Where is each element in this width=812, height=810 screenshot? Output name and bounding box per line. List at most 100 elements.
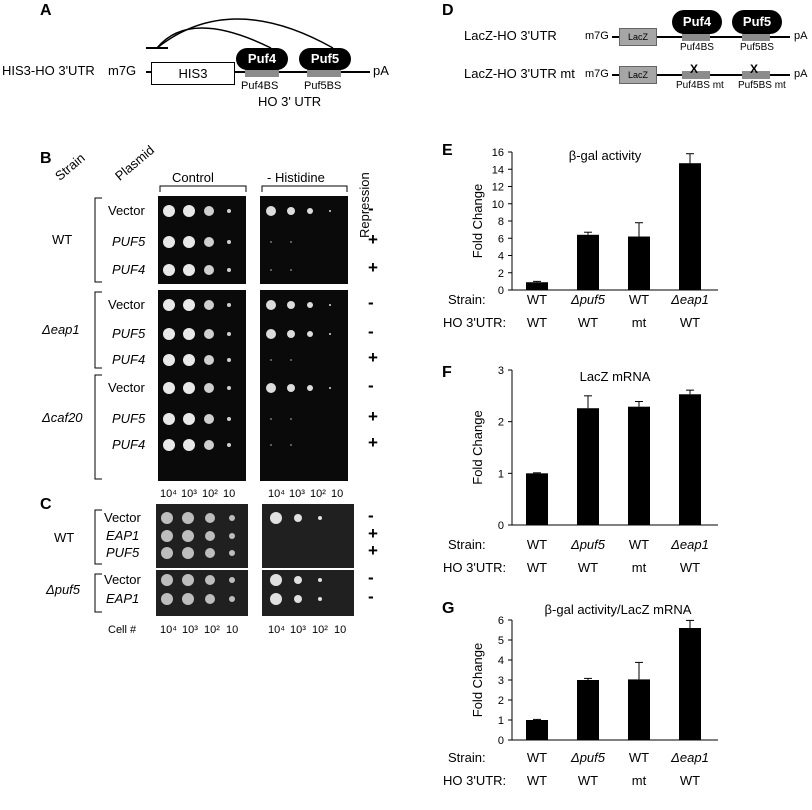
colony-spot [163, 264, 175, 276]
colony-spot [270, 444, 272, 446]
bar [526, 282, 548, 290]
repression-sign: + [368, 230, 378, 249]
puf5bs-mutation-mark: X [750, 62, 759, 76]
puf5bs-label-d: Puf5BS [740, 42, 774, 53]
colony-spot [287, 301, 295, 309]
y-tick-label: 0 [498, 735, 504, 747]
dilution-label: 10³ [289, 488, 305, 500]
puf5-binding-site [307, 68, 341, 77]
lacz-construct-label: LacZ-HO 3'UTR [464, 28, 557, 43]
colony-spot [227, 268, 231, 272]
colony-spot [204, 414, 214, 424]
cap-label: m7G [108, 63, 137, 78]
colony-spot [227, 386, 231, 390]
plasmid-label: Vector [104, 572, 141, 587]
colony-spot [307, 385, 313, 391]
repression-sign: - [368, 506, 374, 525]
utr-category: WT [527, 560, 547, 575]
plasmid-label: PUF5 [106, 545, 140, 560]
colony-spot [287, 207, 295, 215]
colony-spot [290, 269, 292, 271]
utr-category: mt [632, 315, 647, 330]
repression-sign: - [368, 587, 374, 606]
colony-spot [182, 547, 194, 559]
utr-category: WT [578, 315, 598, 330]
polya-label: pA [373, 63, 389, 78]
repression-sign: + [368, 348, 378, 367]
colony-spot [205, 575, 215, 585]
colony-spot [183, 264, 195, 276]
strain-category: Δeap1 [670, 750, 709, 765]
dilution-label: 10³ [290, 624, 306, 636]
dilution-label: 10 [223, 488, 236, 500]
y-tick-label: 5 [498, 635, 504, 647]
y-tick-label: 6 [498, 615, 504, 627]
colony-spot [329, 387, 331, 389]
puf5-binding-site-mt [742, 71, 770, 79]
colony-spot [205, 531, 215, 541]
panel-label-a: A [40, 2, 52, 19]
colony-spot [229, 533, 235, 539]
panel-label-e: E [442, 142, 453, 159]
colony-spot [183, 299, 195, 311]
strain-bracket [94, 197, 102, 283]
control-header: Control [172, 170, 214, 185]
colony-spot [204, 440, 214, 450]
puf4bs-label-d: Puf4BS [680, 42, 714, 53]
colony-spot [318, 578, 322, 582]
puf4bs-label: Puf4BS [241, 80, 279, 92]
colony-spot [294, 595, 302, 603]
colony-spot [229, 577, 235, 583]
strain-bracket [94, 573, 102, 613]
strain-category: Δpuf5 [570, 537, 606, 552]
plasmid-label: PUF4 [112, 352, 146, 367]
plasmid-label: EAP1 [106, 591, 140, 606]
repression-sign: + [368, 541, 378, 560]
strain-category: WT [629, 750, 649, 765]
colony-spot [307, 331, 313, 337]
repression-sign: + [368, 433, 378, 452]
colony-spot [161, 530, 173, 542]
colony-spot [204, 300, 214, 310]
bar [577, 408, 599, 525]
colony-spot [163, 382, 175, 394]
his3-construct-label: HIS3-HO 3'UTR [2, 63, 95, 78]
colony-spot [318, 597, 322, 601]
lacz-gene-box: LacZ [619, 28, 657, 46]
strain-bracket [94, 291, 102, 369]
colony-spot [205, 594, 215, 604]
utr-row-label: HO 3'UTR: [443, 315, 506, 330]
plasmid-label: Vector [108, 380, 145, 395]
puf5-protein-d: Puf5 [732, 10, 782, 34]
dilution-label: 10⁴ [268, 624, 285, 636]
utr-category: WT [578, 560, 598, 575]
his3-gene-box: HIS3 [151, 62, 235, 85]
repression-sign: - [368, 322, 374, 341]
puf4-protein: Puf4 [236, 48, 288, 70]
ho-utr-label: HO 3' UTR [258, 94, 322, 109]
colony-spot [287, 330, 295, 338]
colony-spot [329, 333, 331, 335]
colony-spot [163, 236, 175, 248]
colony-spot [161, 547, 173, 559]
colony-spot [227, 209, 231, 213]
strain-label: Δcaf20 [42, 410, 83, 425]
dilution-label: 10 [334, 624, 347, 636]
dilution-label: 10² [202, 488, 218, 500]
y-tick-label: 10 [492, 199, 504, 211]
colony-spot [183, 439, 195, 451]
chart-title: β-gal activity/LacZ mRNA [545, 602, 692, 617]
y-tick-label: 16 [492, 147, 504, 159]
plasmid-label: PUF4 [112, 437, 146, 452]
colony-spot [227, 443, 231, 447]
colony-spot [270, 593, 282, 605]
dilution-label: 10³ [181, 488, 197, 500]
y-tick-label: 2 [498, 268, 504, 280]
strain-bracket [94, 509, 102, 565]
puf5bs-mt-label: Puf5BS mt [738, 80, 786, 91]
chart-title: LacZ mRNA [580, 369, 651, 384]
colony-spot [294, 514, 302, 522]
puf5bs-label: Puf5BS [304, 80, 342, 92]
colony-spot [290, 241, 292, 243]
